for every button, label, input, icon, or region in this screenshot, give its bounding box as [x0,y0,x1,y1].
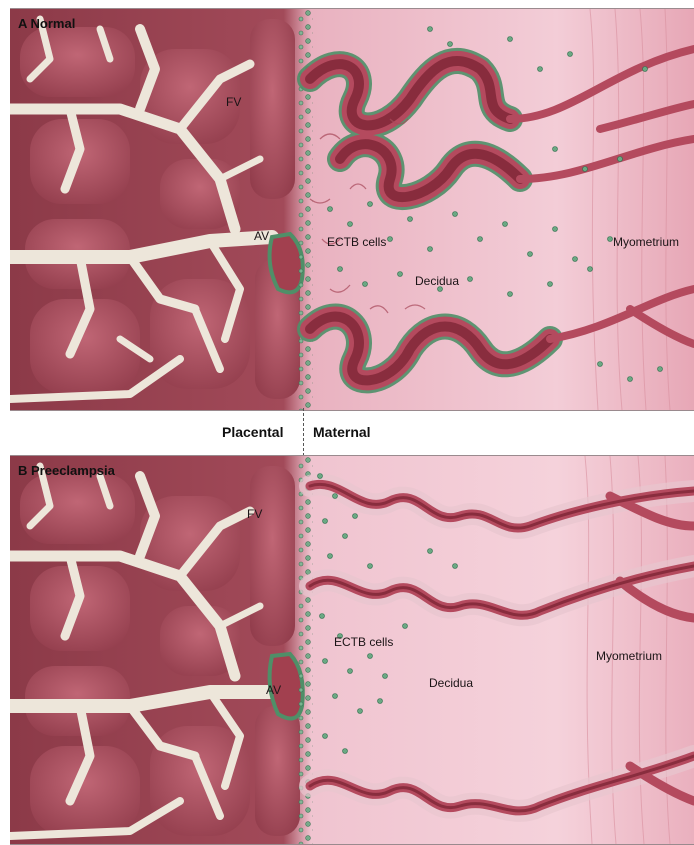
ectb-cells-label: ECTB cells [327,235,386,249]
fv-label: FV [226,95,241,109]
maternal-label: Maternal [313,424,371,440]
myometrium-label: Myometrium [596,649,662,663]
preeclampsia-illustration [10,456,694,844]
myometrium-label: Myometrium [613,235,679,249]
placental-maternal-divider [303,408,304,456]
panel-normal: A Normal FV AV ECTB cells Decidua Myomet… [10,8,694,411]
normal-illustration [10,9,694,410]
av-label: AV [266,683,281,697]
decidua-label: Decidua [415,274,459,288]
panel-a-title: A Normal [18,16,75,31]
ectb-cells-label: ECTB cells [334,635,393,649]
panel-b-title: B Preeclampsia [18,463,115,478]
placental-label: Placental [222,424,283,440]
decidua-label: Decidua [429,676,473,690]
fv-label: FV [247,507,262,521]
av-label: AV [254,229,269,243]
panel-preeclampsia: B Preeclampsia FV AV ECTB cells Decidua … [10,455,694,845]
